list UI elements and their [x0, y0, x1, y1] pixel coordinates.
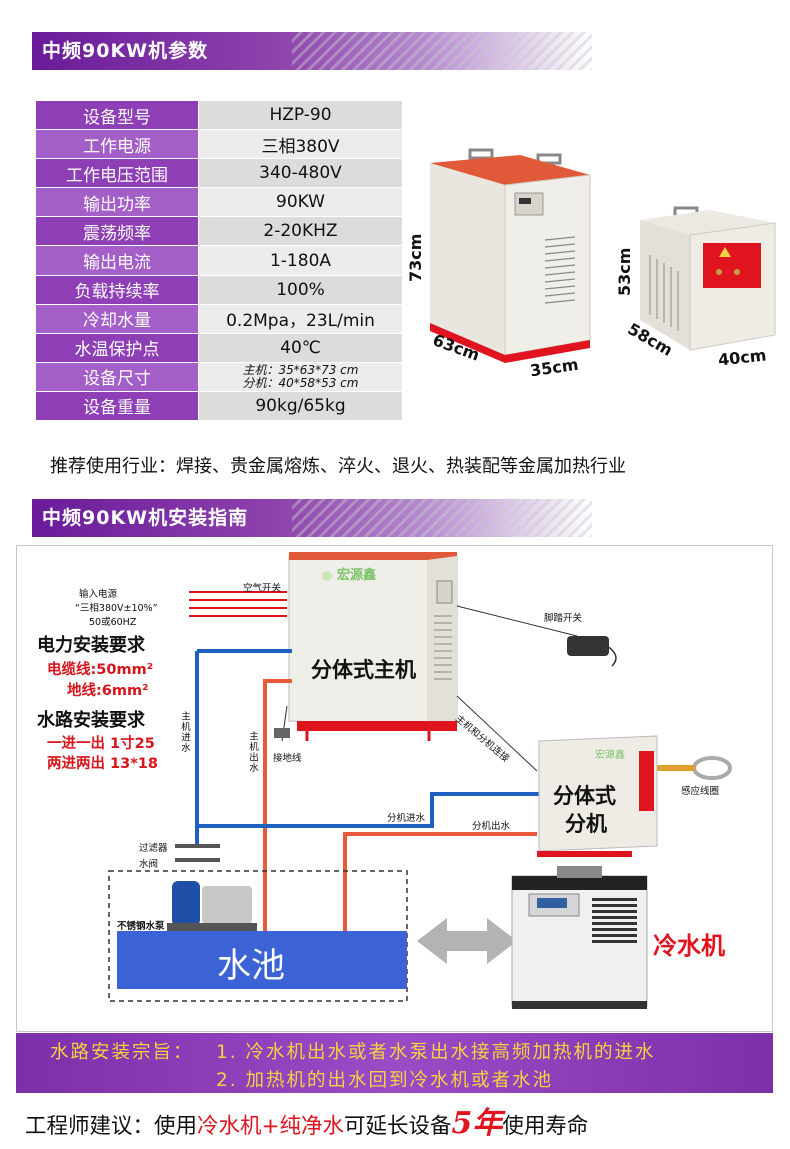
- spec-label: 工作电源: [35, 129, 199, 160]
- advice-years: 5年: [451, 1106, 503, 1141]
- sub-unit-illustration: [640, 206, 776, 351]
- advice-part-2: 冷水机+纯净水: [197, 1114, 345, 1139]
- dimension-sub: 分机：40*58*53 cm: [242, 375, 359, 390]
- advice-part-5: 使用寿命: [502, 1114, 589, 1139]
- spec-label: 设备尺寸: [35, 361, 199, 392]
- diagram-lines: [108, 552, 732, 1009]
- pump-shape: [167, 881, 257, 931]
- coil-label: 感应线圈: [681, 786, 720, 797]
- main-out-label: 主机出水: [247, 731, 258, 773]
- ground-spec: 地线:6mm²: [67, 683, 149, 699]
- water-spec-1: 一进一出 1寸25: [47, 736, 155, 752]
- engineer-advice: 工程师建议：使用 冷水机+纯净水 可延长设备5年使用寿命: [25, 1098, 589, 1141]
- spec-value-dimensions: 主机：35*63*73 cm 分机：40*58*53 cm: [198, 361, 403, 392]
- power-input-freq: 50或60HZ: [89, 617, 137, 628]
- sub-width-dim: 40cm: [717, 345, 768, 370]
- table-row: 设备尺寸 主机：35*63*73 cm 分机：40*58*53 cm: [35, 361, 403, 392]
- water-principle-banner: 水路安装宗旨： 1. 冷水机出水或者水泵出水接高频加热机的进水 2. 加热机的出…: [16, 1033, 773, 1093]
- spec-value: 90kg/65kg: [198, 390, 403, 422]
- spec-label: 负载持续率: [35, 274, 199, 305]
- spec-value: 100%: [198, 274, 403, 305]
- spec-value: 90KW: [198, 187, 403, 218]
- main-in-label: 主机进水: [179, 711, 190, 753]
- dimension-main: 主机：35*63*73 cm: [242, 362, 359, 377]
- power-input-title: 输入电源: [79, 589, 118, 600]
- brand-logo: 宏源鑫: [337, 568, 377, 583]
- spec-value: 三相380V: [198, 129, 403, 160]
- spec-section-title: 中频90KW机参数: [42, 40, 209, 62]
- principle-line-1: 1. 冷水机出水或者水泵出水接高频加热机的进水: [216, 1042, 656, 1063]
- chiller-shape: [511, 866, 648, 1009]
- install-section-title: 中频90KW机安装指南: [42, 507, 249, 529]
- water-spec-2: 两进两出 13*18: [47, 756, 158, 772]
- valve-label: 水阀: [139, 859, 159, 870]
- install-section-header: 中频90KW机安装指南: [32, 499, 592, 537]
- brand-logo-sub: 宏源鑫: [595, 750, 625, 761]
- electric-req-title: 电力安装要求: [37, 635, 145, 656]
- sub-height-dim: 53cm: [615, 247, 634, 296]
- main-cabinet: [288, 552, 458, 741]
- main-height-dim: 73cm: [406, 233, 425, 282]
- pool-label: 水池: [217, 946, 285, 986]
- table-row: 工作电源三相380V: [35, 129, 403, 160]
- spec-value: 1-180A: [198, 245, 403, 276]
- spec-label: 水温保护点: [35, 332, 199, 363]
- cable-spec: 电缆线:50mm²: [47, 662, 154, 678]
- spec-section-header: 中频90KW机参数: [32, 32, 592, 70]
- sub-out-label: 分机出水: [472, 821, 511, 832]
- air-switch-label: 空气开关: [243, 583, 282, 594]
- spec-label: 设备重量: [35, 390, 199, 422]
- install-diagram: 输入电源 “三相380V±10%” 50或60HZ 空气开关 宏源鑫 电力安装要…: [16, 545, 773, 1032]
- spec-value: 2-20KHZ: [198, 216, 403, 247]
- spec-value: HZP-90: [198, 99, 403, 131]
- spec-value: 0.2Mpa，23L/min: [198, 303, 403, 334]
- water-req-title: 水路安装要求: [37, 710, 145, 731]
- principle-line-2: 2. 加热机的出水回到冷水机或者水池: [216, 1070, 554, 1091]
- spec-label: 设备型号: [35, 99, 199, 131]
- ground-wire-label: 接地线: [273, 753, 302, 764]
- sub-in-label: 分机进水: [387, 813, 426, 824]
- filter-label: 过滤器: [139, 843, 168, 854]
- spec-label: 输出功率: [35, 187, 199, 218]
- spec-label: 输出电流: [35, 245, 199, 276]
- pump-label: 不锈钢水泵: [117, 921, 165, 932]
- foot-switch-label: 脚踏开关: [544, 613, 583, 624]
- sub-unit-label-2: 分机: [565, 812, 607, 836]
- chiller-label: 冷水机: [653, 932, 725, 960]
- principle-prefix: 水路安装宗旨：: [50, 1042, 194, 1063]
- power-input-spec: “三相380V±10%”: [75, 603, 158, 614]
- industry-text: 推荐使用行业：焊接、贵金属熔炼、淬火、退火、热装配等金属加热行业: [50, 456, 626, 477]
- spec-label: 工作电压范围: [35, 158, 199, 189]
- spec-label: 冷却水量: [35, 303, 199, 334]
- spec-value: 40℃: [198, 332, 403, 363]
- advice-part-1: 工程师建议：使用: [25, 1114, 198, 1139]
- main-unit-label: 分体式主机: [311, 658, 416, 682]
- advice-part-3: 可延长设备: [344, 1114, 452, 1139]
- header-stripes: [292, 32, 592, 70]
- sub-unit-label-1: 分体式: [553, 784, 616, 808]
- spec-label: 震荡频率: [35, 216, 199, 247]
- spec-value: 340-480V: [198, 158, 403, 189]
- main-unit-illustration: [430, 148, 591, 363]
- sub-cabinet: [537, 735, 658, 857]
- header-stripes: [292, 499, 592, 537]
